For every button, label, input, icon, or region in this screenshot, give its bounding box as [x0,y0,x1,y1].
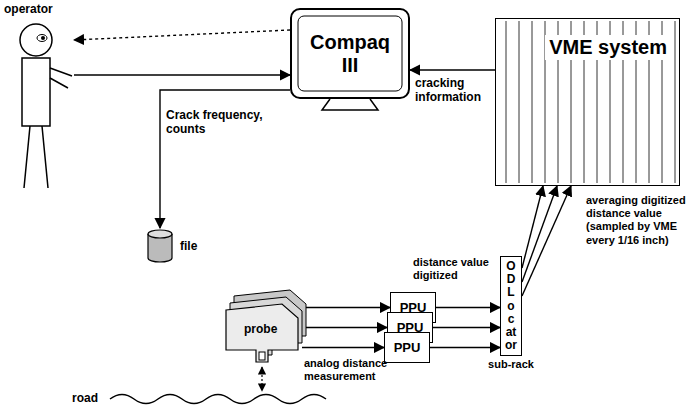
node-label: Compaq III [304,31,396,77]
edge-label: distance value digitized [413,256,497,282]
probe-road-gap [261,367,262,391]
annotation-text: averaging digitized distance value (samp… [586,194,694,247]
computer-stand [322,99,378,110]
connector-arrow [302,327,387,328]
vme-rack: VME system [495,18,680,186]
connector-arrow [436,307,500,308]
edge-label: Crack frequency, counts [166,108,278,137]
node-label: operator [4,2,74,17]
connector-arrow [410,69,495,70]
connector-arrow [522,186,557,282]
node-label: PPU [397,320,424,335]
connector-arrow [74,74,290,75]
ppu-box: PPU [384,332,430,363]
shape-outline [146,228,176,264]
node-label: PPU [394,340,421,355]
edge-label: cracking information [415,76,493,105]
locator-subrack: ODLocatorsub-rack [500,256,522,356]
connector-arrow [302,347,384,348]
node-label: PPU [400,300,427,315]
node-label: ODLocator [500,256,522,356]
annotation-text: road [72,391,98,405]
annotation-text: analog distance measurement [304,357,432,383]
connector-arrow [522,186,571,296]
probe-stack: probe [222,288,302,364]
connector-arrow [433,327,500,328]
road-surface [110,395,326,404]
connector-arrow [160,90,290,228]
file-cylinder: file [146,228,214,280]
node-label: VME system [545,35,671,60]
shape-outline [2,2,74,192]
operator-figure: operator [2,2,74,192]
computer-box: Compaq III [290,8,410,99]
connector-arrow [74,30,290,40]
node-label: file [146,228,214,264]
node-label: probe [244,322,277,336]
rack-caption: sub-rack [488,358,534,370]
connector-arrow [430,347,500,348]
connector-arrow [302,307,390,308]
